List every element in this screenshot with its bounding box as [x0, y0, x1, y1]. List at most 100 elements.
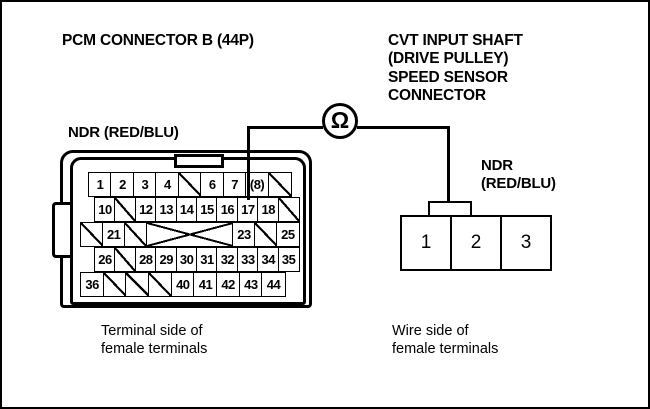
pin-number: 10	[98, 202, 112, 217]
pin-number: 26	[98, 252, 112, 267]
pin-number: 25	[281, 227, 295, 242]
pin-cell-26: 26	[94, 247, 116, 272]
pin-cell-23: 23	[232, 222, 256, 247]
pin-cell-33: 33	[236, 247, 259, 272]
pin-number: 36	[85, 277, 99, 292]
pin-number: 13	[159, 202, 173, 217]
pin-cell-unused	[277, 197, 300, 222]
pin-number: 31	[200, 252, 214, 267]
pcm-connector-top-latch	[174, 154, 224, 168]
pin-row-5: 36 40 41 42 43 44	[80, 272, 286, 297]
pin-cell-44: 44	[261, 272, 286, 297]
sensor-connector-title: CVT INPUT SHAFT (DRIVE PULLEY) SPEED SEN…	[388, 32, 523, 104]
pin-cell-30: 30	[175, 247, 198, 272]
pin-number: 16	[220, 202, 235, 217]
sensor-pin-3: 3	[502, 217, 550, 269]
pin-number: 42	[221, 277, 235, 292]
pin-cell-2: 2	[110, 172, 135, 197]
pin-number: 17	[241, 202, 255, 217]
pin-number: 12	[139, 202, 153, 217]
pin-cell-34: 34	[257, 247, 280, 272]
pin-row-4: 26 28 29 30 31 32 33 34 35	[94, 247, 300, 272]
pin-cell-17: 17	[236, 197, 259, 222]
test-lead-left-horizontal	[247, 126, 323, 129]
pin-number: 40	[176, 277, 190, 292]
ohmmeter-icon: Ω	[322, 103, 358, 139]
pin-number: 44	[266, 277, 281, 292]
wire-label-ndr-right: NDR (RED/BLU)	[481, 157, 556, 192]
pin-cell-40: 40	[170, 272, 195, 297]
pin-cell-21: 21	[101, 222, 126, 247]
sensor-connector-body: 1 2 3	[400, 215, 552, 271]
pin-number: 30	[179, 252, 194, 267]
pin-cell-12: 12	[134, 197, 157, 222]
pin-cell-4: 4	[155, 172, 180, 197]
sensor-pin-number: 3	[520, 232, 532, 253]
pin-cell-13: 13	[155, 197, 178, 222]
pin-cell-35: 35	[277, 247, 300, 272]
pin-cell-unused	[80, 222, 104, 247]
pin-cell-29: 29	[155, 247, 178, 272]
pin-cell-32: 32	[216, 247, 239, 272]
pin-cell-unused	[125, 272, 150, 297]
pin-number: 6	[208, 177, 216, 192]
caption-terminal-side: Terminal side of female terminals	[101, 323, 208, 358]
pin-number: 41	[198, 277, 213, 292]
test-lead-right-vertical	[447, 126, 450, 204]
pin-cell-14: 14	[175, 197, 198, 222]
pin-number: 34	[261, 252, 276, 267]
pin-cell-15: 15	[196, 197, 219, 222]
pin-cell-41: 41	[193, 272, 218, 297]
test-lead-right-horizontal	[357, 126, 449, 129]
test-lead-left-vertical	[247, 126, 250, 200]
pin-row-3: 21 23 25	[80, 222, 300, 247]
ohm-symbol: Ω	[330, 107, 350, 133]
pin-number: 29	[159, 252, 173, 267]
wire-label-ndr-left: NDR (RED/BLU)	[68, 124, 179, 141]
pin-cell-16: 16	[216, 197, 239, 222]
pin-number: 4	[163, 177, 171, 192]
pin-number: 2	[119, 177, 126, 192]
pin-cell-unused	[267, 172, 292, 197]
pin-number: 35	[281, 252, 296, 267]
pin-cell-unused	[254, 222, 278, 247]
sensor-connector-latch	[428, 201, 472, 217]
pin-number: 15	[200, 202, 214, 217]
pin-cell-unused	[177, 172, 202, 197]
pin-cell-25: 25	[276, 222, 300, 247]
pin-cell-1: 1	[88, 172, 113, 197]
pin-cell-6: 6	[200, 172, 225, 197]
pin-cell-unused-span	[145, 222, 234, 247]
pin-number: 33	[241, 252, 255, 267]
pcm-connector-side-latch	[52, 202, 74, 258]
sensor-pin-number: 1	[420, 232, 432, 253]
pin-number: 23	[237, 227, 251, 242]
pin-cell-unused	[114, 197, 137, 222]
pin-number: 14	[179, 202, 194, 217]
sensor-pin-1: 1	[402, 217, 452, 269]
pin-cell-42: 42	[216, 272, 241, 297]
sensor-pin-number: 2	[470, 232, 482, 253]
pin-number: 43	[244, 277, 258, 292]
pin-number: 18	[261, 202, 276, 217]
pin-number: 7	[231, 177, 238, 192]
pin-number: 21	[106, 227, 121, 242]
caption-wire-side: Wire side of female terminals	[392, 323, 499, 358]
pin-cell-43: 43	[238, 272, 263, 297]
pin-row-2: 10 12 13 14 15 16 17 18	[94, 197, 300, 222]
pin-cell-7: 7	[222, 172, 247, 197]
pin-number: (8)	[249, 177, 265, 192]
pin-cell-18: 18	[257, 197, 280, 222]
pin-cell-3: 3	[132, 172, 157, 197]
pin-cell-unused	[102, 272, 127, 297]
pin-number: 32	[220, 252, 235, 267]
pin-cell-unused	[114, 247, 137, 272]
pin-number: 3	[141, 177, 149, 192]
pin-number: 28	[139, 252, 153, 267]
pin-cell-36: 36	[80, 272, 105, 297]
pin-number: 1	[96, 177, 104, 192]
pin-cell-unused	[123, 222, 148, 247]
